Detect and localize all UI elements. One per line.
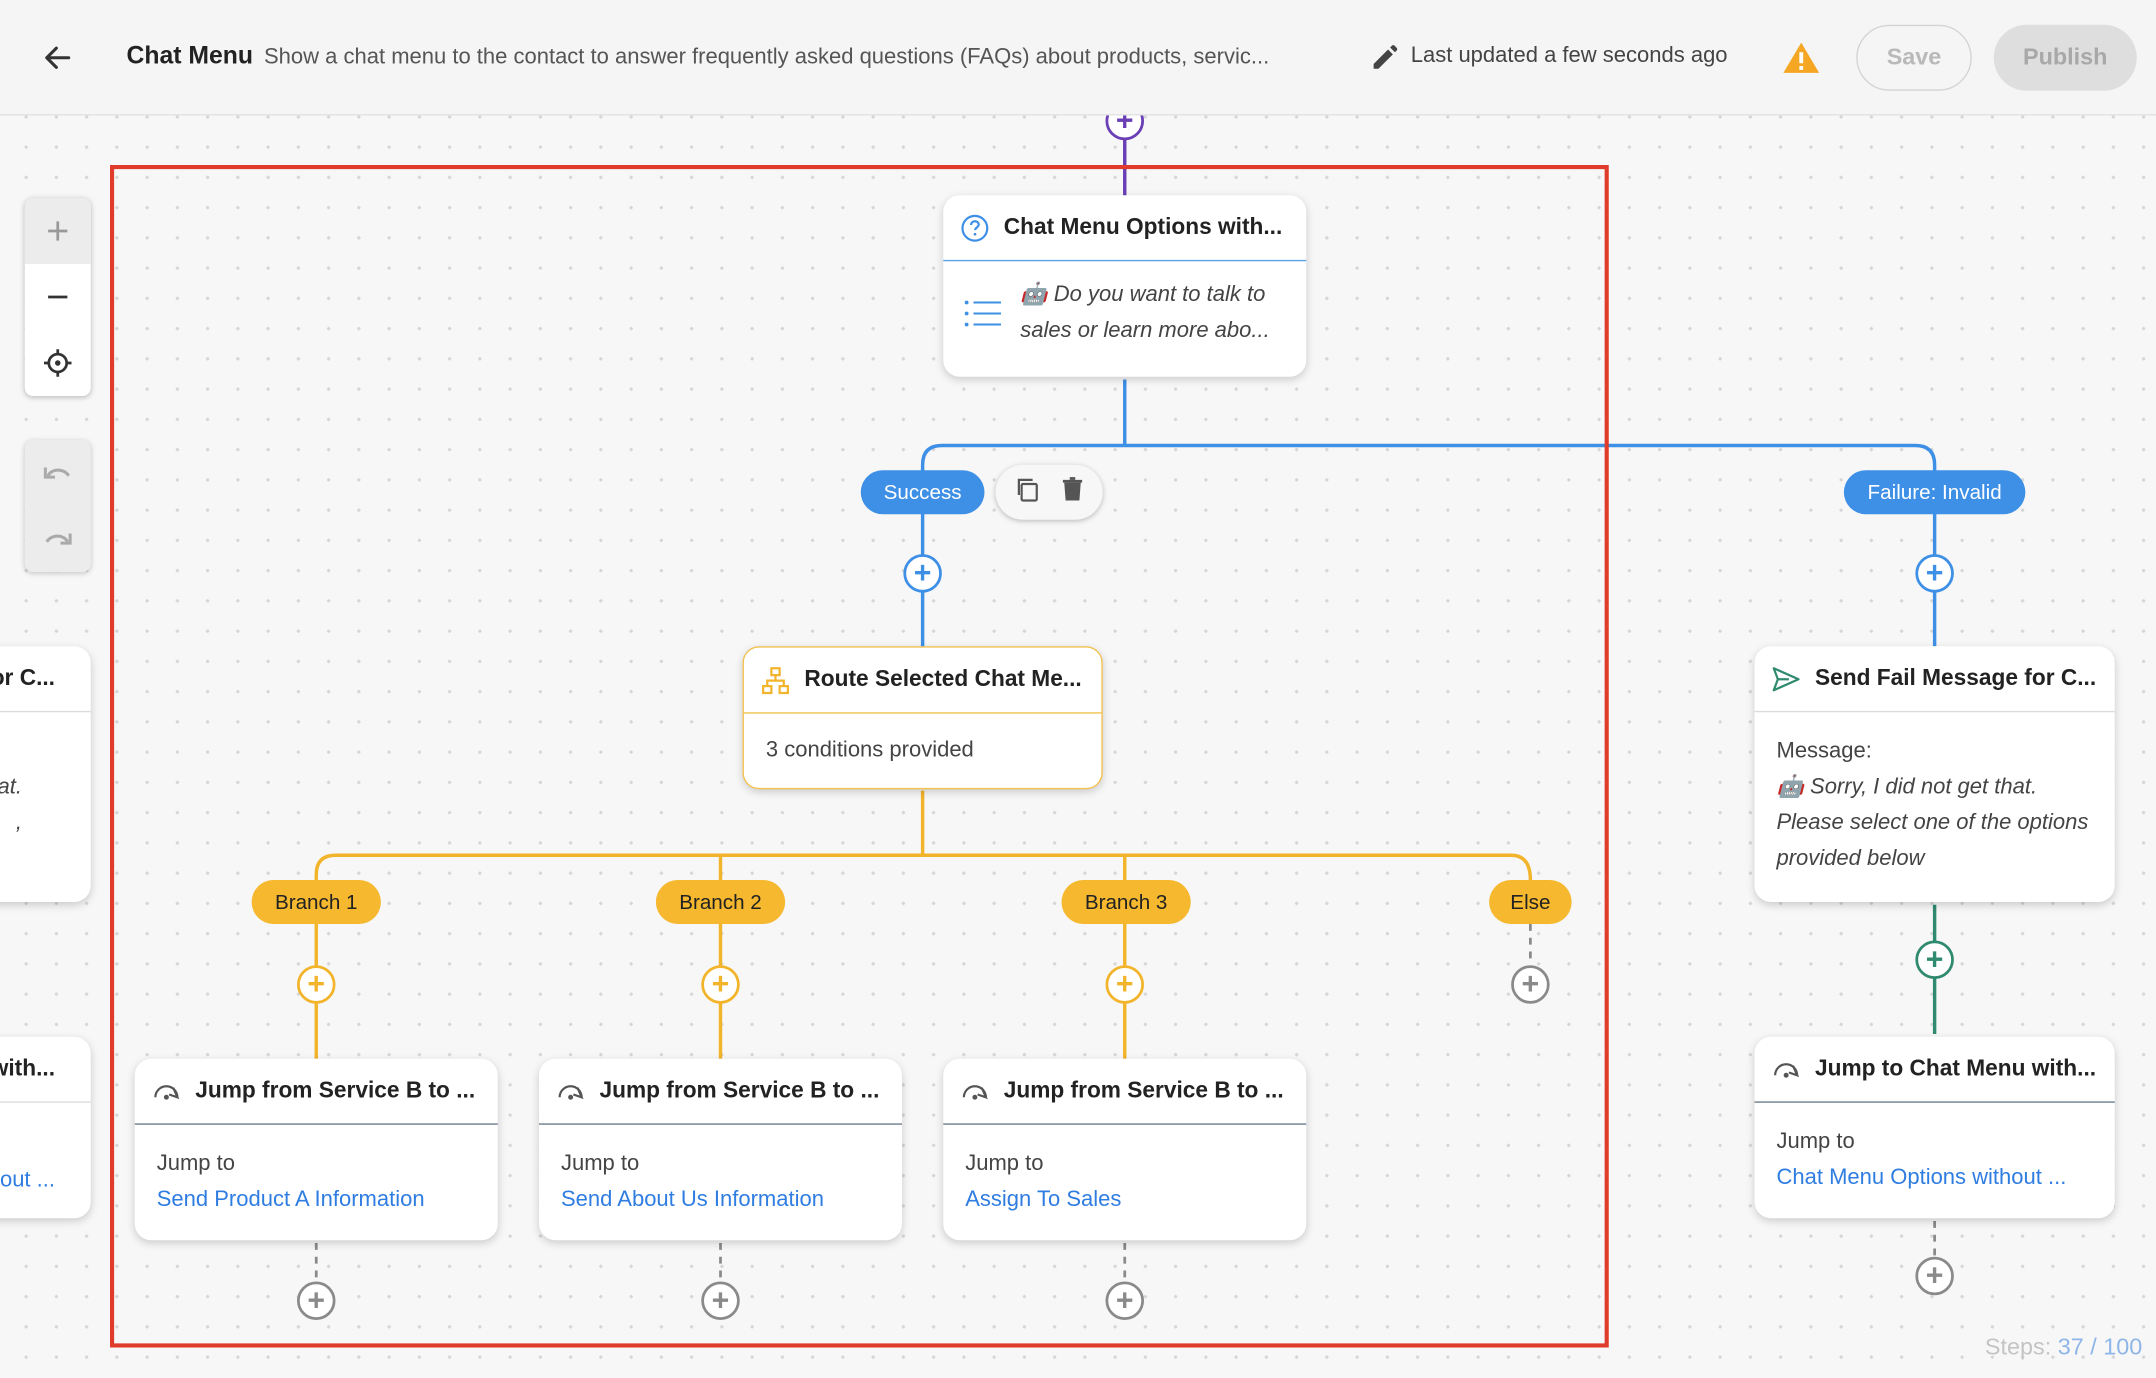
partial-node-left-top[interactable]: or C... at. , (0, 646, 91, 902)
jump-icon (962, 1084, 988, 1100)
back-arrow-icon[interactable] (39, 39, 78, 78)
zoom-controls (24, 198, 91, 396)
jump-target-link[interactable]: Chat Menu Options without ... (1776, 1166, 2067, 1190)
node-title: with... (0, 1056, 55, 1081)
node-title: Jump from Service B to ... (599, 1078, 880, 1103)
add-step-icon[interactable]: + (701, 1281, 740, 1320)
history-controls (24, 440, 91, 572)
steps-label: Steps: (1984, 1333, 2052, 1360)
add-step-icon[interactable]: + (1105, 1281, 1144, 1320)
steps-current: 37 (2057, 1333, 2084, 1360)
save-button[interactable]: Save (1856, 24, 1972, 91)
branch-label: Branch 1 (251, 880, 381, 924)
list-icon (964, 300, 1001, 327)
add-step-icon[interactable]: + (1915, 554, 1954, 593)
jump-target-link[interactable]: out ... (0, 1168, 55, 1193)
route-node[interactable]: Route Selected Chat Me... 3 conditions p… (742, 646, 1103, 790)
chat-menu-options-node[interactable]: Chat Menu Options with... 🤖 Do you want … (943, 195, 1307, 377)
node-body: Sorry, I did not get that. Please select… (1776, 775, 2089, 871)
redo-icon[interactable] (25, 506, 91, 572)
steps-counter: Steps: 37 / 100 (1984, 1333, 2143, 1360)
send-fail-message-node[interactable]: Send Fail Message for C... Message: 🤖 So… (1754, 646, 2115, 902)
jump-to-label: Jump to (156, 1152, 236, 1176)
node-body: 3 conditions provided (765, 738, 974, 762)
route-icon (762, 666, 789, 694)
trash-icon[interactable] (1060, 475, 1085, 509)
jump-to-label: Jump to (561, 1152, 640, 1176)
node-body-line: , (15, 811, 22, 835)
jump-to-label: Jump to (965, 1152, 1044, 1176)
failure-branch-label: Failure: Invalid (1843, 470, 2026, 515)
flow-description: Show a chat menu to the contact to answe… (264, 45, 1270, 69)
node-title: Jump from Service B to ... (1003, 1078, 1284, 1103)
recenter-icon[interactable] (25, 330, 91, 396)
node-title: Route Selected Chat Me... (804, 666, 1082, 692)
node-actions-toolbar (995, 464, 1103, 520)
node-title: Send Fail Message for C... (1815, 665, 2097, 691)
pencil-icon[interactable] (1370, 43, 1400, 73)
send-icon (1772, 666, 1800, 691)
jump-node-branch-3[interactable]: Jump from Service B to ... Jump to Assig… (943, 1058, 1307, 1241)
jump-target-link[interactable]: Assign To Sales (965, 1188, 1122, 1212)
publish-button[interactable]: Publish (1993, 24, 2137, 91)
jump-node-branch-2[interactable]: Jump from Service B to ... Jump to Send … (539, 1058, 902, 1241)
node-title: Jump from Service B to ... (195, 1078, 476, 1103)
zoom-in-icon[interactable] (24, 198, 91, 264)
else-branch-label: Else (1489, 880, 1572, 924)
jump-target-link[interactable]: Send About Us Information (561, 1188, 824, 1212)
last-updated-text: Last updated a few seconds ago (1410, 44, 1728, 68)
branch-label: Branch 3 (1061, 880, 1191, 924)
jump-icon (154, 1084, 180, 1100)
jump-target-link[interactable]: Send Product A Information (156, 1188, 425, 1212)
top-bar: Chat Menu Show a chat menu to the contac… (0, 0, 2156, 116)
node-title: or C... (0, 665, 55, 691)
node-title: Jump to Chat Menu with... (1815, 1056, 2097, 1081)
robot-icon: 🤖 (1776, 775, 1804, 799)
add-step-icon[interactable]: + (1915, 940, 1954, 979)
jump-icon (1774, 1062, 1800, 1078)
add-step-icon[interactable]: + (297, 965, 336, 1004)
node-body-line: at. (0, 775, 22, 799)
partial-node-left-bottom[interactable]: with... out ... (0, 1036, 91, 1219)
add-step-icon[interactable]: + (903, 554, 942, 593)
steps-max: 100 (2103, 1333, 2143, 1360)
branch-label: Branch 2 (655, 880, 786, 924)
add-step-icon[interactable]: + (701, 965, 740, 1004)
undo-icon[interactable] (25, 440, 91, 506)
success-branch-label: Success (860, 470, 985, 515)
jump-to-label: Jump to (1776, 1130, 1855, 1154)
jump-icon (558, 1084, 584, 1100)
add-step-icon[interactable]: + (1105, 965, 1144, 1004)
help-circle-icon (961, 214, 989, 242)
jump-node-branch-1[interactable]: Jump from Service B to ... Jump to Send … (134, 1058, 498, 1241)
add-step-icon[interactable]: + (297, 1281, 336, 1320)
add-step-icon[interactable]: + (1915, 1256, 1954, 1296)
flow-title: Chat Menu (126, 41, 254, 69)
copy-icon[interactable] (1014, 475, 1042, 509)
node-body: Do you want to talk to sales or learn mo… (1020, 283, 1270, 343)
flow-canvas[interactable]: or C... at. , with... out ... + Chat Men… (0, 115, 2156, 1378)
add-step-icon[interactable]: + (1511, 965, 1550, 1004)
zoom-out-icon[interactable] (25, 264, 91, 330)
jump-to-chat-menu-node[interactable]: Jump to Chat Menu with... Jump to Chat M… (1754, 1036, 2115, 1219)
message-label: Message: (1776, 739, 1872, 764)
node-title: Chat Menu Options with... (1003, 214, 1283, 240)
robot-icon: 🤖 (1020, 283, 1048, 307)
warning-icon[interactable] (1782, 40, 1821, 76)
